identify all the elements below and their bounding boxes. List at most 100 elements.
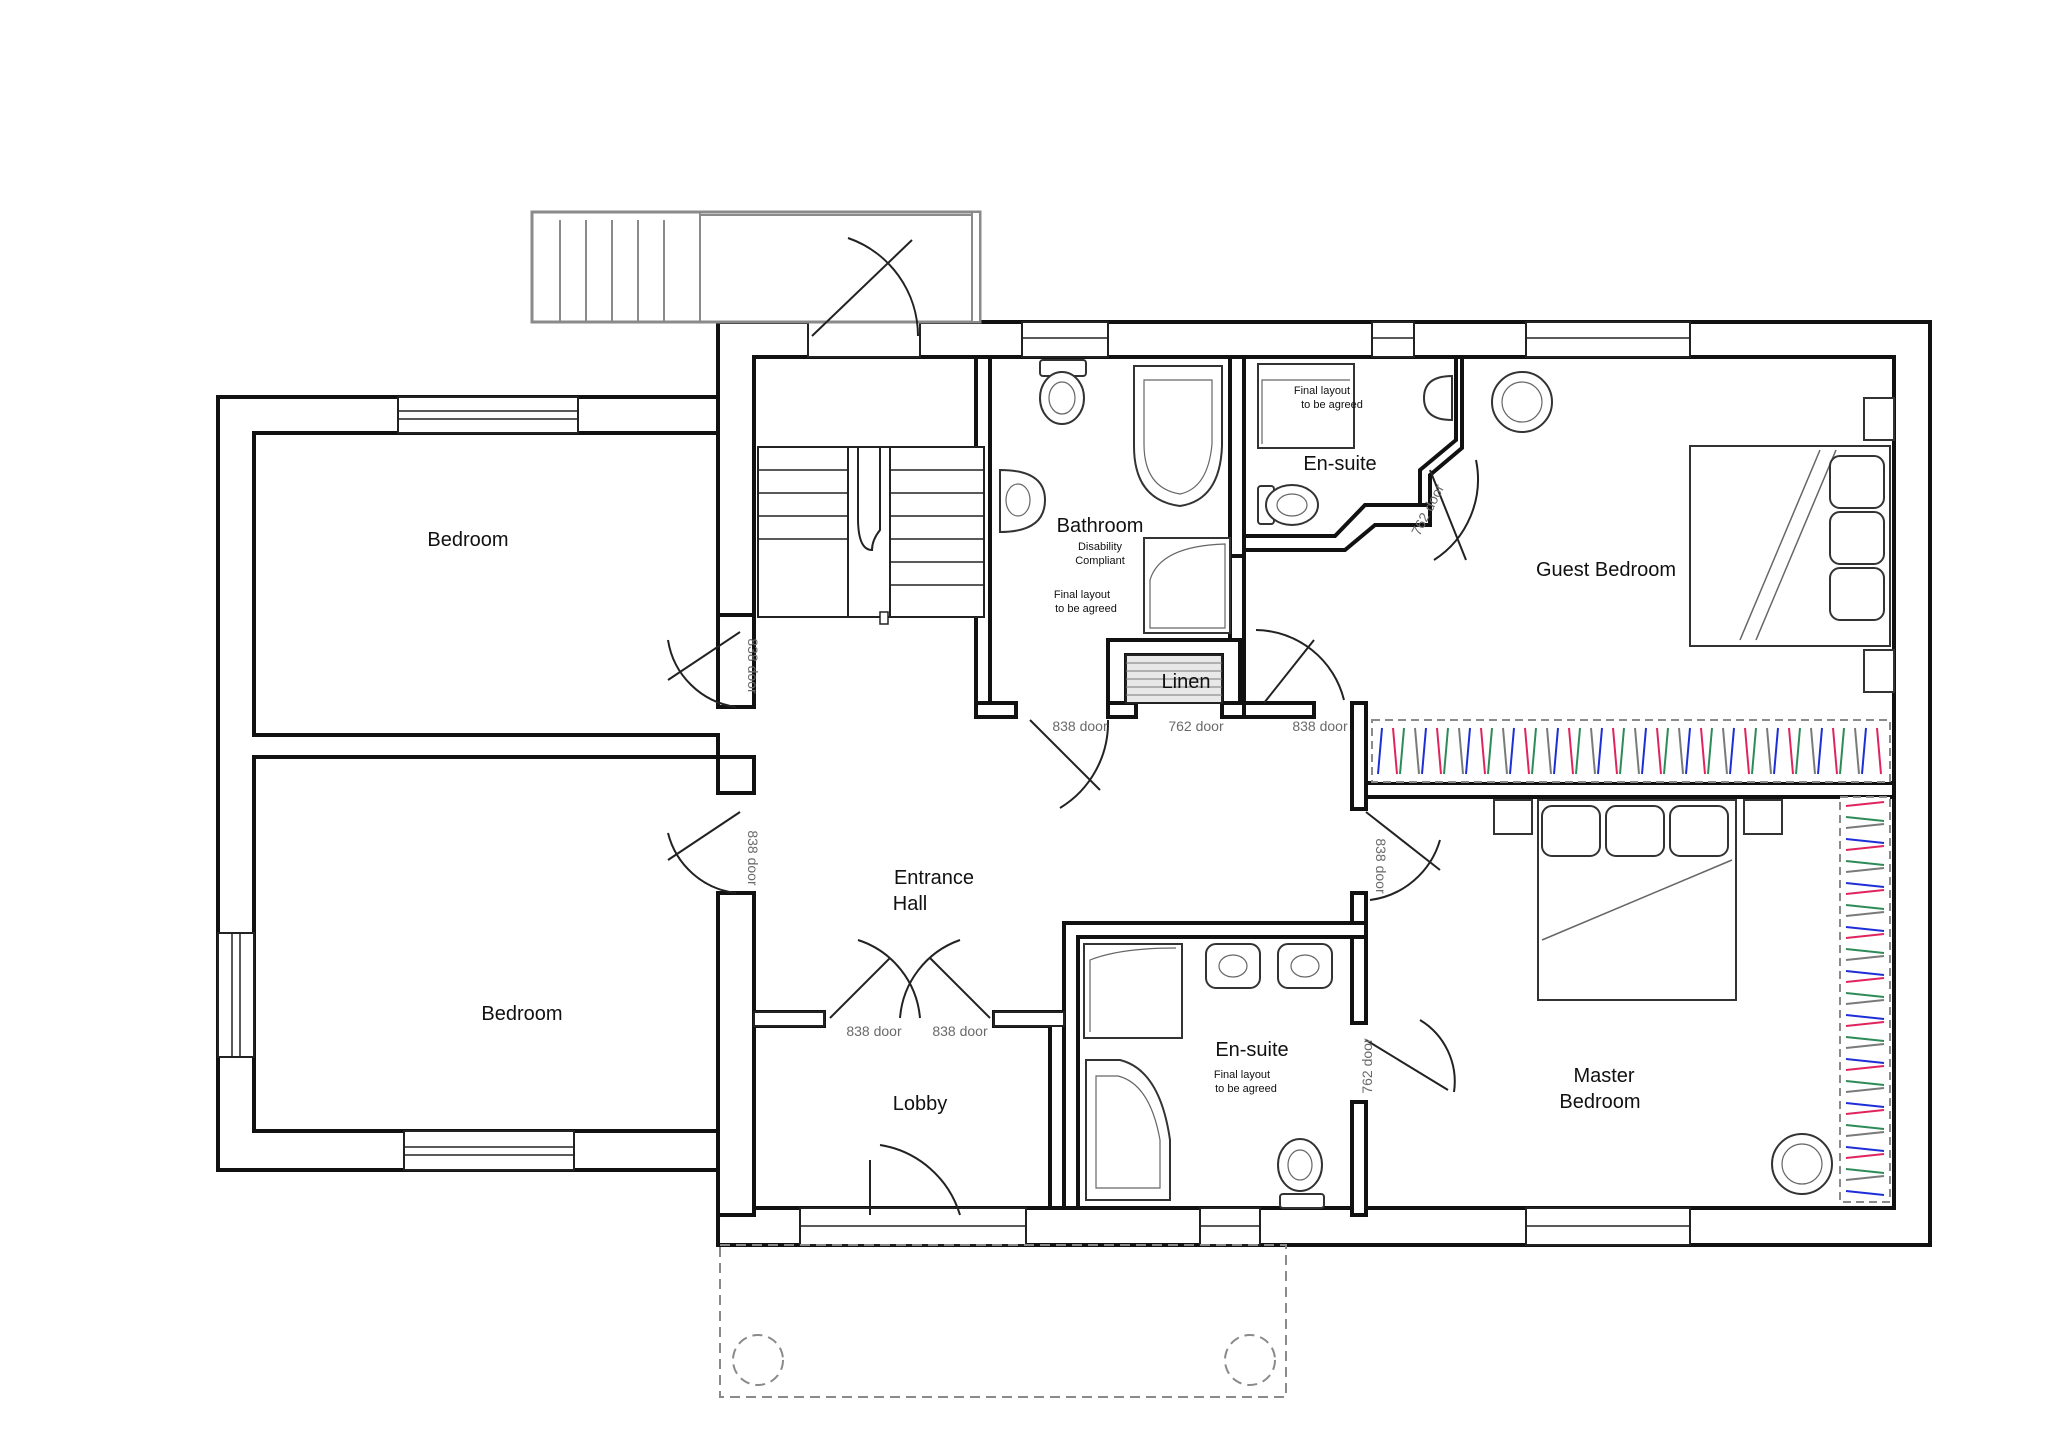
- room-labels: Bedroom Bedroom Bathroom Disability Comp…: [427, 385, 1676, 1115]
- wardrobe-hanger: [1480, 727, 1486, 775]
- wardrobe-hanger: [1839, 727, 1845, 775]
- wardrobe-hanger: [1845, 1058, 1885, 1064]
- toilet-icon: [1039, 359, 1087, 425]
- chair-icon: [1491, 371, 1553, 433]
- window-bedroom-side: [217, 932, 255, 1058]
- wardrobe-hanger: [1575, 727, 1581, 775]
- wardrobe-hanger: [1465, 727, 1471, 775]
- bathroom-layout-2: to be agreed: [1055, 603, 1117, 615]
- basin-icon: [999, 468, 1047, 534]
- wardrobe-hanger: [1845, 1102, 1885, 1108]
- staircase: [757, 446, 985, 625]
- bath-icon: [1133, 365, 1223, 508]
- room-label-bathroom: Bathroom: [1057, 515, 1144, 537]
- door-label-lobby-right: 838 door: [932, 1023, 988, 1039]
- bed-icon: [1537, 799, 1737, 1001]
- wardrobe-hanger: [1845, 1131, 1885, 1137]
- wardrobe-hanger: [1685, 727, 1691, 775]
- door-label-ensuite-bottom: 762 door: [1359, 1038, 1375, 1094]
- basin-icon: [1205, 943, 1261, 989]
- chair-icon: [1771, 1133, 1833, 1195]
- wardrobe-hanger: [1845, 1036, 1885, 1042]
- wardrobe-hanger: [1817, 727, 1823, 775]
- toilet-icon: [1277, 1138, 1325, 1209]
- window-guest: [1525, 321, 1691, 358]
- wardrobe-hanger: [1751, 727, 1757, 775]
- wardrobe-hanger: [1845, 992, 1885, 998]
- wardrobe-hanger: [1707, 727, 1713, 775]
- wardrobe-hanger: [1414, 727, 1420, 775]
- wardrobe-hanger: [1612, 727, 1618, 775]
- wardrobe-hanger: [1531, 727, 1537, 775]
- lobby-screen-left: [753, 1011, 825, 1027]
- wardrobe-hanger: [1845, 860, 1885, 866]
- wardrobe-hanger: [1590, 727, 1596, 775]
- wardrobe-hanger: [1766, 727, 1772, 775]
- door-label-bathroom: 838 door: [1052, 718, 1108, 734]
- wardrobe-hanger: [1845, 1087, 1885, 1093]
- wardrobe-hanger: [1845, 999, 1885, 1005]
- bathroom-fixtures: [999, 359, 1231, 704]
- wardrobe-hanger: [1845, 867, 1885, 873]
- bathroom-note-1: Disability: [1078, 541, 1123, 553]
- wardrobe-hanger: [1845, 1153, 1885, 1159]
- wardrobe-hanger: [1377, 727, 1383, 775]
- wardrobe-hanger: [1619, 727, 1625, 775]
- door-swings: [667, 237, 1479, 1216]
- ensuite-top-layout-2: to be agreed: [1301, 399, 1363, 411]
- wardrobe-hanger: [1392, 727, 1398, 775]
- wardrobe-hanger: [1568, 727, 1574, 775]
- wardrobe-hanger: [1845, 816, 1885, 822]
- lobby-screen-right: [993, 1011, 1065, 1027]
- wardrobe-hanger: [1845, 1168, 1885, 1174]
- wardrobe-hanger: [1845, 1146, 1885, 1152]
- wardrobe-hanger: [1810, 727, 1816, 775]
- wardrobe-hanger: [1421, 727, 1427, 775]
- interior-walls: [716, 355, 1896, 1217]
- wardrobe-hanger: [1436, 727, 1442, 775]
- wardrobe-hanger: [1845, 1175, 1885, 1181]
- wardrobe-hanger: [1656, 727, 1662, 775]
- wardrobe-hanger: [1845, 977, 1885, 983]
- room-label-entrance-1: Entrance: [894, 867, 974, 889]
- room-label-guest-bedroom: Guest Bedroom: [1536, 559, 1676, 581]
- wardrobe-hanger: [1845, 1021, 1885, 1027]
- wardrobe-hanger: [1443, 727, 1449, 775]
- wardrobe-hanger: [1553, 727, 1559, 775]
- wardrobe-hanger: [1524, 727, 1530, 775]
- ensuite-bottom-layout-1: Final layout: [1214, 1069, 1270, 1081]
- wardrobe-hanger: [1502, 727, 1508, 775]
- room-label-bedroom-bottom: Bedroom: [481, 1003, 562, 1025]
- wardrobe-hanger: [1700, 727, 1706, 775]
- wardrobe-hanger: [1845, 801, 1885, 807]
- front-porch: [719, 1244, 1287, 1398]
- external-steps: [530, 210, 982, 324]
- door-label-lobby-left: 838 door: [846, 1023, 902, 1039]
- wardrobe-master: [1839, 796, 1891, 1203]
- wardrobe-hanger: [1744, 727, 1750, 775]
- window-ensuite-top: [1371, 321, 1415, 358]
- wardrobe-hanger: [1845, 889, 1885, 895]
- wardrobe-hanger: [1845, 911, 1885, 917]
- guest-bedroom-furniture: [1491, 371, 1895, 693]
- wardrobe-hanger: [1845, 1190, 1885, 1196]
- wardrobe-hanger: [1399, 727, 1405, 775]
- wardrobe-hanger: [1722, 727, 1728, 775]
- basin-icon: [1277, 943, 1333, 989]
- ensuite-bottom-layout-2: to be agreed: [1215, 1083, 1277, 1095]
- door-label-guest: 838 door: [1292, 718, 1348, 734]
- wardrobe-hanger: [1845, 926, 1885, 932]
- window-ensuite-bottom: [1199, 1207, 1261, 1246]
- room-label-linen: Linen: [1162, 671, 1211, 693]
- window-hall-top: [807, 321, 921, 358]
- wardrobe-hanger: [1546, 727, 1552, 775]
- wardrobe-hanger: [1663, 727, 1669, 775]
- wardrobe-hanger: [1634, 727, 1640, 775]
- room-label-entrance-2: Hall: [893, 893, 927, 915]
- wardrobe-hanger: [1845, 1109, 1885, 1115]
- wardrobe-hanger: [1678, 727, 1684, 775]
- shower-icon: [1083, 943, 1183, 1039]
- wardrobe-hanger: [1845, 838, 1885, 844]
- wardrobe-hanger: [1832, 727, 1838, 775]
